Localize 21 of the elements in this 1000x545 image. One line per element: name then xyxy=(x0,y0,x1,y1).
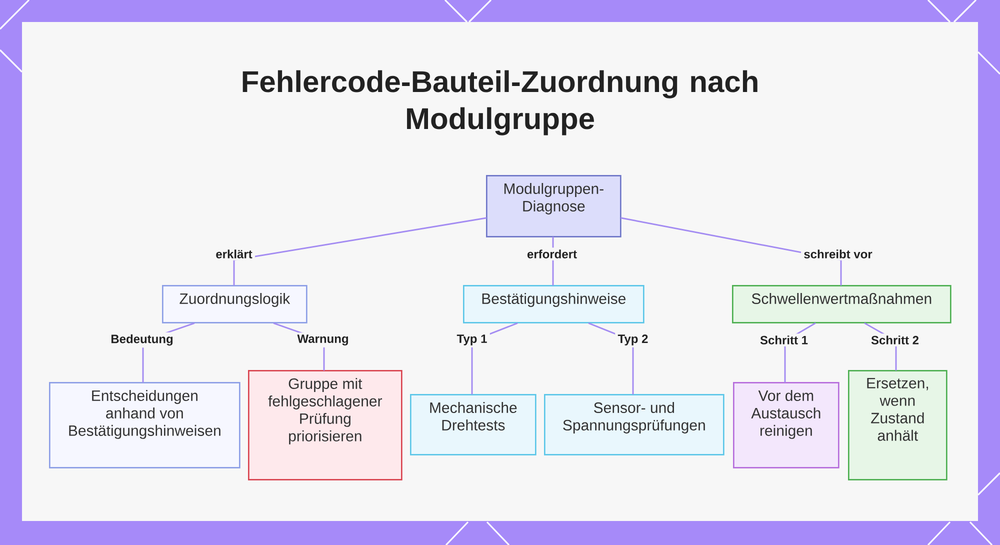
edge-label: Schritt 1 xyxy=(757,334,811,346)
edge-label: Typ 2 xyxy=(615,332,651,348)
topic-box: Bestätigungshinweise xyxy=(463,285,644,324)
root-box: Modulgruppen-Diagnose xyxy=(486,175,622,238)
edge-label: Warnung xyxy=(294,332,352,348)
detail-box: Vor dem Austausch reinigen xyxy=(733,382,840,468)
edge-label: erfordert xyxy=(524,248,580,260)
topic-box: Schwellenwertmaßnahmen xyxy=(732,285,952,324)
edge-label: schreibt vor xyxy=(801,248,876,260)
edge-label: Bedeutung xyxy=(108,332,176,348)
topic-box: Zuordnungslogik xyxy=(162,285,308,324)
connector-line xyxy=(233,217,487,286)
title: Fehlercode-Bauteil-Zuordnung nach Modulgruppe xyxy=(242,70,758,136)
edge-label: Typ 1 xyxy=(454,332,490,348)
detail-box: Sensor- und Spannungsprüfungen xyxy=(544,394,724,456)
detail-box: Mechanische Drehtests xyxy=(410,394,536,456)
detail-box: Gruppe mit fehlgeschlagener Prüfung priorisieren xyxy=(248,370,402,480)
detail-box: Ersetzen, wenn Zustand anhält xyxy=(848,370,948,480)
edge-label: erklärt xyxy=(213,248,256,260)
detail-box: Entscheidungen anhand von Bestätigungshinweisen xyxy=(49,382,240,468)
edge-label: Schritt 2 xyxy=(868,334,922,346)
